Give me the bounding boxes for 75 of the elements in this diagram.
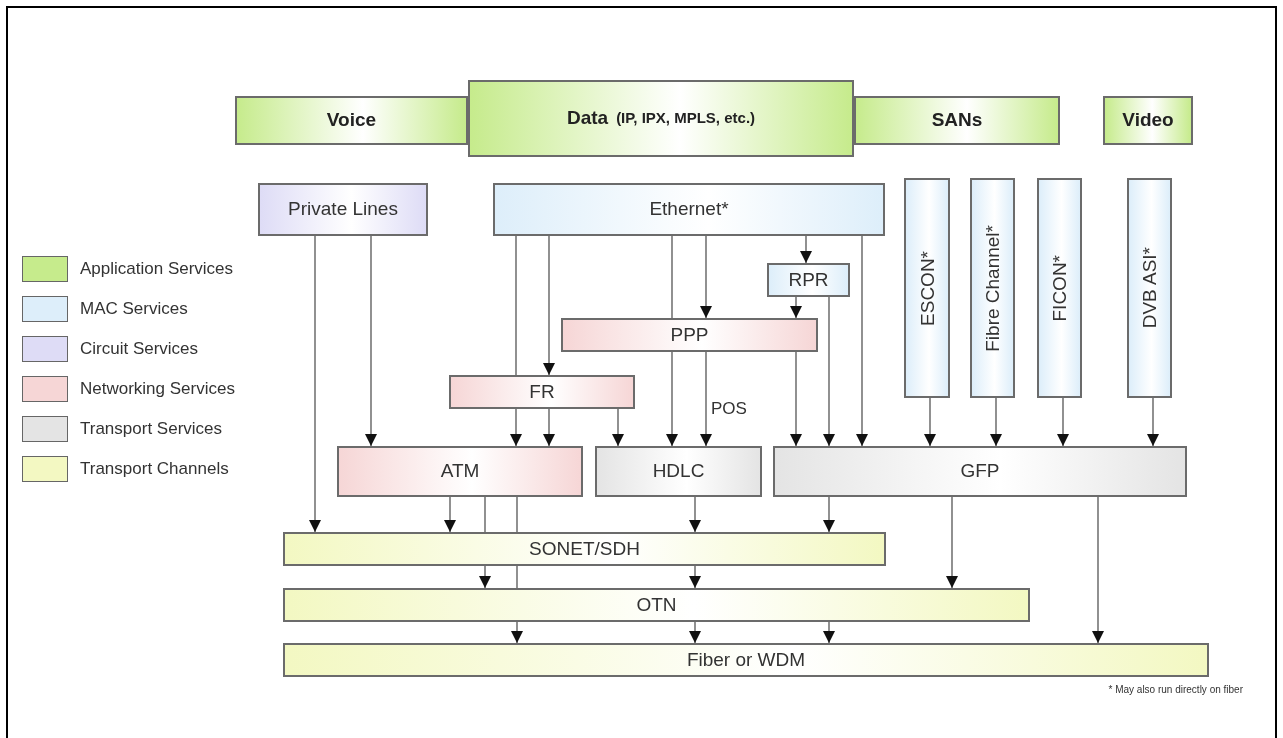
box-label: RPR [788, 267, 829, 292]
arrow [689, 565, 701, 589]
application-box [1103, 96, 1193, 145]
arrow [689, 496, 701, 533]
box-label: ATM [440, 459, 480, 484]
arrow [479, 565, 491, 589]
layer-box [773, 446, 1187, 497]
service-box [1037, 178, 1082, 398]
box-label: Video [1122, 108, 1174, 133]
legend-label: Transport Channels [80, 458, 229, 481]
legend-label: Circuit Services [80, 338, 199, 361]
service-box [1127, 178, 1172, 398]
layer-box [767, 263, 850, 297]
arrow [823, 496, 835, 533]
legend-label: Transport Services [80, 418, 223, 441]
layer-box [283, 532, 886, 566]
box-label: Fiber or WDM [686, 647, 806, 672]
arrow [1057, 397, 1069, 447]
box-label: Private Lines [288, 197, 398, 222]
box-label: DVB ASI* [1140, 247, 1159, 329]
box-label: Fibre Channel* [983, 224, 1002, 352]
application-box [468, 80, 854, 157]
application-box [235, 96, 468, 145]
arrow [790, 296, 802, 319]
arrow [510, 408, 522, 447]
arrow [543, 235, 555, 376]
arrow [823, 296, 835, 447]
arrow [689, 621, 701, 644]
layer-box [283, 588, 1030, 622]
arrow [543, 408, 555, 447]
layer-box [493, 183, 885, 236]
arrow [990, 397, 1002, 447]
service-box [904, 178, 950, 398]
layer-box [561, 318, 818, 352]
box-label: SONET/SDH [529, 536, 640, 561]
arrow [823, 621, 835, 644]
arrow [790, 351, 802, 447]
arrow [365, 235, 377, 447]
legend-label: Networking Services [80, 378, 235, 401]
arrow [511, 621, 523, 644]
box-label: FICON* [1050, 254, 1069, 322]
box-label: ESCON* [917, 250, 937, 326]
box-label: Data [566, 106, 609, 131]
arrow [924, 397, 936, 447]
layer-box [449, 375, 635, 409]
arrow [1147, 397, 1159, 447]
arrow [309, 235, 321, 533]
arrow [700, 235, 712, 319]
box-label: HDLC [652, 459, 705, 484]
arrow [700, 351, 712, 447]
box-label: Ethernet* [649, 197, 729, 222]
box-label: SANs [931, 108, 983, 133]
footnote: * May also run directly on fiber [1108, 683, 1243, 697]
box-label: PPP [670, 322, 709, 347]
box-label: Voice [326, 108, 377, 133]
arrow [800, 235, 812, 264]
arrow [666, 351, 678, 447]
layer-box [337, 446, 583, 497]
box-label: FR [529, 379, 555, 404]
service-box [970, 178, 1015, 398]
arrow [856, 235, 868, 447]
arrow [444, 496, 456, 533]
arrow [946, 496, 958, 589]
legend-label: Application Services [80, 258, 234, 281]
layer-box [283, 643, 1209, 677]
arrow [612, 408, 624, 447]
legend-label: MAC Services [80, 298, 188, 321]
layer-box [595, 446, 762, 497]
application-box [854, 96, 1060, 145]
box-label: GFP [960, 459, 1000, 484]
edge-label: POS [710, 400, 748, 417]
box-label: (IP, IPX, MPLS, etc.) [616, 108, 756, 129]
box-label: OTN [636, 592, 677, 617]
arrow [1092, 496, 1104, 644]
layer-box [258, 183, 428, 236]
